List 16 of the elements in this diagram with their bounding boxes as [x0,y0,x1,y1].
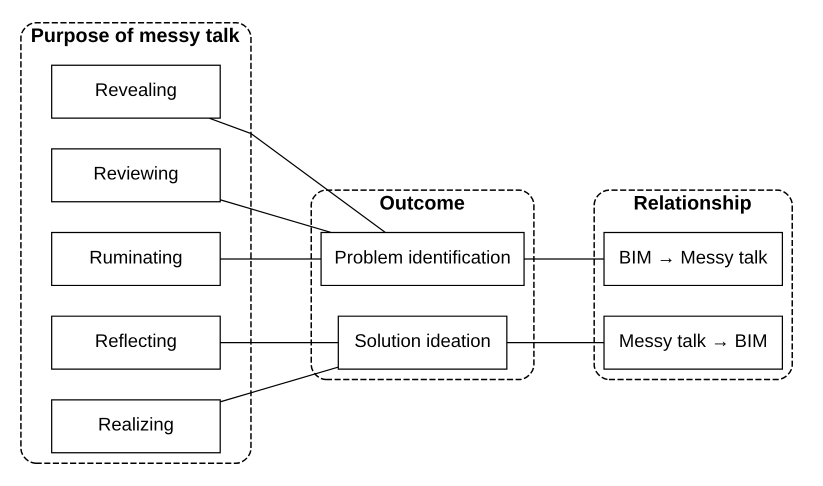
node-box: Reviewing [51,148,221,202]
node-box: Reflecting [51,316,221,370]
node-box: Problem identification [320,232,525,286]
connector [220,342,338,344]
connector [220,199,332,233]
connector [209,118,386,233]
connector [524,258,604,260]
connector [220,366,338,402]
node-box: Ruminating [51,232,221,286]
node-box: Solution ideation [338,316,508,370]
node-box: Revealing [51,64,221,119]
connector [220,258,321,260]
connector [507,342,604,344]
node-box: Realizing [51,399,221,454]
node-box: BIM → Messy talk [603,232,783,286]
node-box: Messy talk → BIM [603,316,783,370]
